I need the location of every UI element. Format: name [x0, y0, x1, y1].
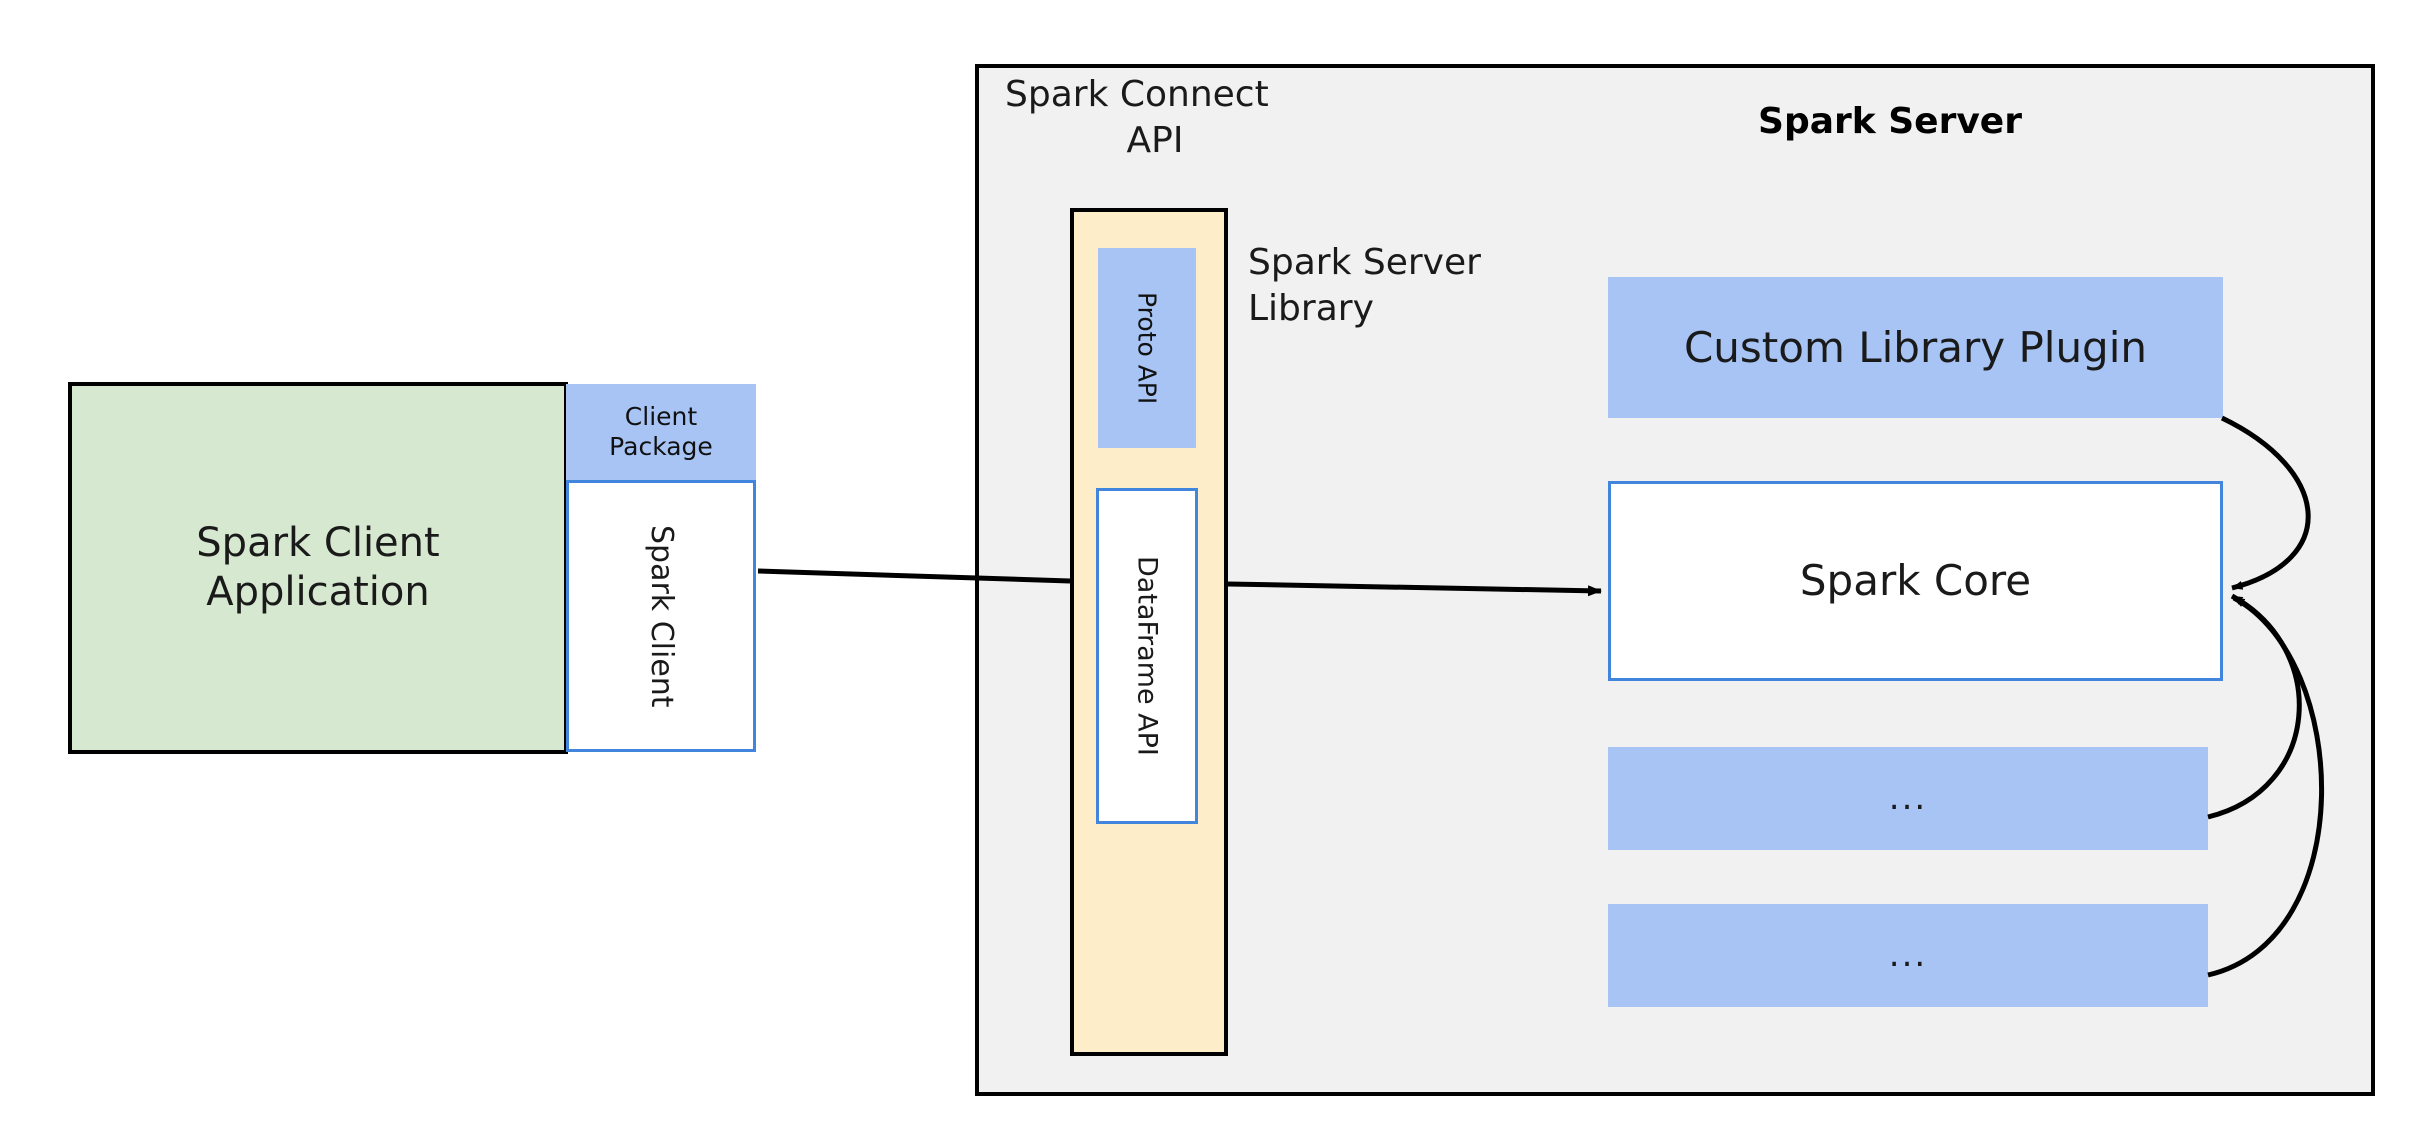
placeholder-module-box-1[interactable]: ... [1608, 747, 2208, 850]
placeholder-module-label-2: ... [1888, 934, 1928, 975]
custom-library-plugin-box[interactable]: Custom Library Plugin [1608, 277, 2223, 418]
client-package-box[interactable]: Client Package [566, 384, 756, 480]
connect-api-label-line1: Spark Connect [1005, 74, 1269, 115]
dataframe-api-box[interactable]: DataFrame API [1096, 488, 1198, 824]
spark-client-box[interactable]: Spark Client [566, 480, 756, 752]
client-package-label-line1: Client [624, 401, 698, 431]
spark-server-library-label: Spark Server Library [1248, 240, 1548, 350]
client-package-label-line2: Package [609, 432, 713, 461]
spark-connect-api-label: Spark Connect API [1005, 72, 1305, 182]
spark-core-box[interactable]: Spark Core [1608, 481, 2223, 681]
spark-core-label: Spark Core [1799, 556, 2032, 606]
server-library-label-line1: Spark Server [1248, 242, 1481, 283]
spark-client-application-box[interactable]: Spark Client Application [68, 382, 568, 754]
proto-api-label: Proto API [1132, 291, 1162, 405]
client-application-label-line2: Application [206, 569, 430, 615]
client-application-label-line1: Spark Client [196, 520, 440, 567]
placeholder-module-box-2[interactable]: ... [1608, 904, 2208, 1007]
spark-client-label: Spark Client [644, 524, 679, 708]
custom-library-plugin-label: Custom Library Plugin [1683, 322, 2148, 372]
server-library-label-line2: Library [1248, 288, 1374, 330]
proto-api-box[interactable]: Proto API [1098, 248, 1196, 448]
connect-api-label-line2: API [1126, 120, 1184, 162]
spark-server-title: Spark Server [1758, 101, 2022, 143]
dataframe-api-label: DataFrame API [1131, 556, 1163, 756]
placeholder-module-label-1: ... [1888, 777, 1928, 818]
